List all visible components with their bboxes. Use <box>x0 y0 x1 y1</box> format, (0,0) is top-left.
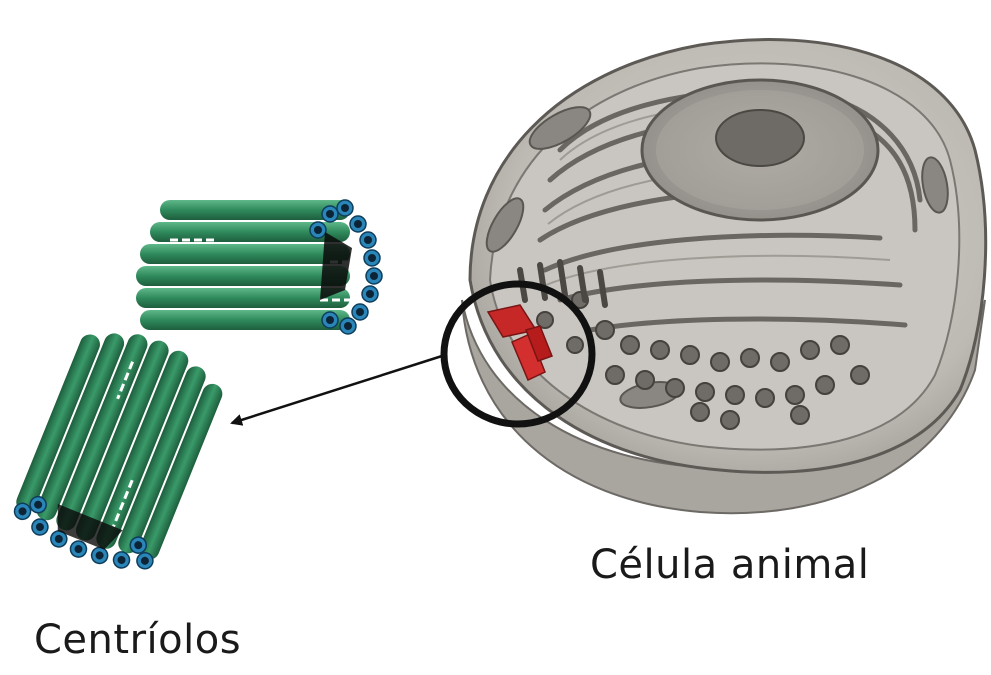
centrioles-label: Centríolos <box>34 617 241 663</box>
cell-label: Célula animal <box>590 542 869 588</box>
pointer-arrow <box>232 356 442 423</box>
centriole-illustration <box>136 200 382 334</box>
animal-cell-illustration <box>462 40 986 514</box>
centriole-illustration-2 <box>5 313 233 585</box>
